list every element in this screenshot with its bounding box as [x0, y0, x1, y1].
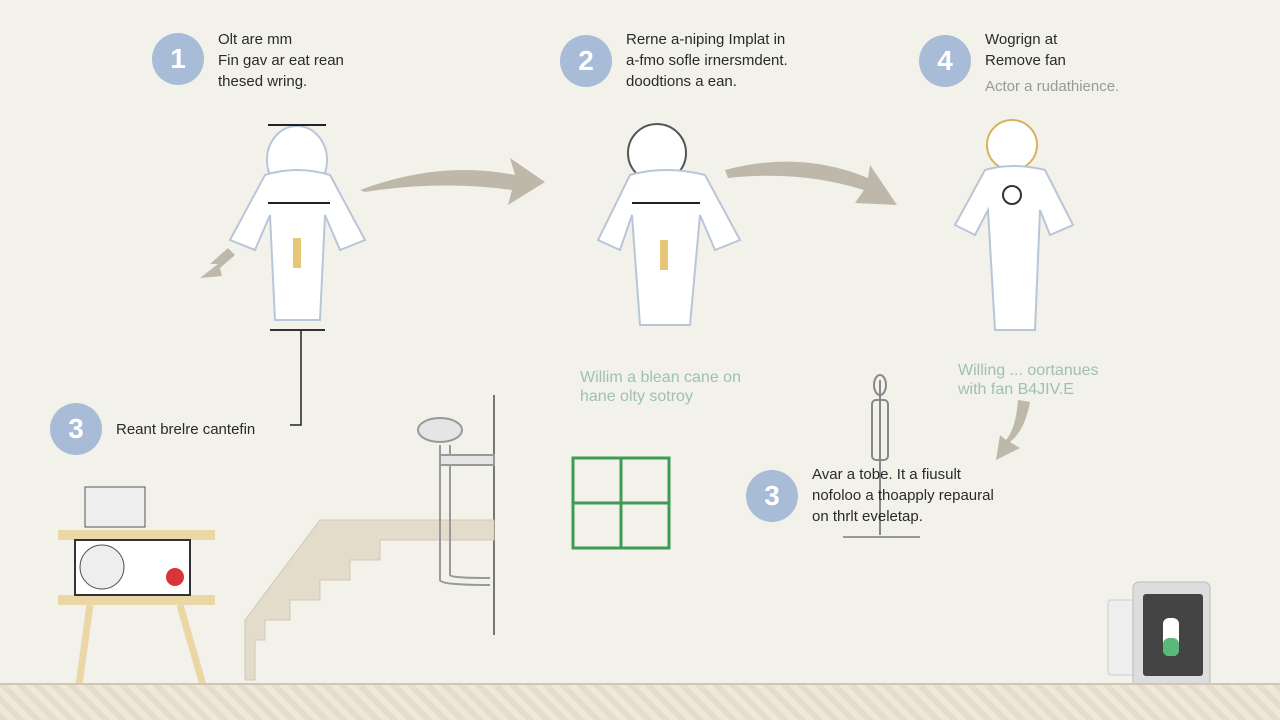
- arrow-2-to-4: [725, 161, 897, 205]
- step-text: a-fmo sofle irnersmdent.: [626, 52, 788, 69]
- arrow-back-left: [200, 248, 235, 278]
- step-note: Actor a rudathience.: [985, 78, 1120, 95]
- step-2: 2 Rerne a-niping Implat in a-fmo sofle i…: [560, 31, 788, 92]
- step-text: Avar a tobe. It a fiusult: [812, 466, 961, 483]
- step-text: on thrlt eveletap.: [812, 508, 923, 525]
- step-text: Rerne a-niping Implat in: [626, 31, 786, 48]
- step-text: Wogrign at: [985, 31, 1058, 48]
- floor: [0, 683, 1280, 720]
- step-badge: 2: [560, 35, 612, 87]
- battery-device: [1107, 581, 1211, 688]
- figure-1: [228, 124, 367, 321]
- step-badge: 3: [746, 469, 798, 522]
- step-text: Fin gav ar eat rean: [218, 52, 344, 69]
- step-text: nofoloo a thoapply repaural: [812, 487, 994, 504]
- figure-2: [596, 123, 742, 326]
- step-text: Remove fan: [985, 52, 1066, 69]
- step-text: doodtions a ean.: [626, 73, 737, 90]
- leader-line: [290, 330, 302, 426]
- window-grid: [571, 456, 671, 550]
- step-badge: 4: [919, 35, 971, 87]
- caption-line: Willim a blean cane on: [580, 369, 741, 386]
- arrow-down-left: [996, 400, 1030, 460]
- caption-line: hane olty sotroy: [580, 388, 693, 405]
- step-badge: 3: [50, 403, 102, 455]
- caption-middle: Willim a blean cane on hane olty sotroy: [580, 368, 741, 406]
- spring-pole: [843, 374, 920, 538]
- caption-line: Willing ... oortanues: [958, 362, 1099, 379]
- figure-4: [953, 119, 1075, 331]
- step-text: Reant brelre cantefin: [116, 420, 256, 438]
- step-badge: 1: [152, 33, 204, 85]
- step-1: 1 Olt are mm Fin gav ar eat rean thesed …: [152, 31, 344, 92]
- side-table: [58, 486, 215, 693]
- caption-line: with fan B4JIV.E: [958, 381, 1074, 398]
- step-3-right: 3 Avar a tobe. It a fiusult nofoloo a th…: [746, 464, 994, 527]
- stairs: [244, 519, 495, 681]
- step-text: thesed wring.: [218, 73, 308, 90]
- faucet: [417, 417, 495, 586]
- step-3-left: 3 Reant brelre cantefin: [50, 403, 255, 455]
- step-4: 4 Wogrign at Remove fan Actor a rudathie…: [919, 31, 1120, 97]
- arrow-1-to-2: [360, 158, 545, 205]
- caption-right: Willing ... oortanues with fan B4JIV.E: [958, 361, 1099, 399]
- step-text: Olt are mm: [218, 31, 293, 48]
